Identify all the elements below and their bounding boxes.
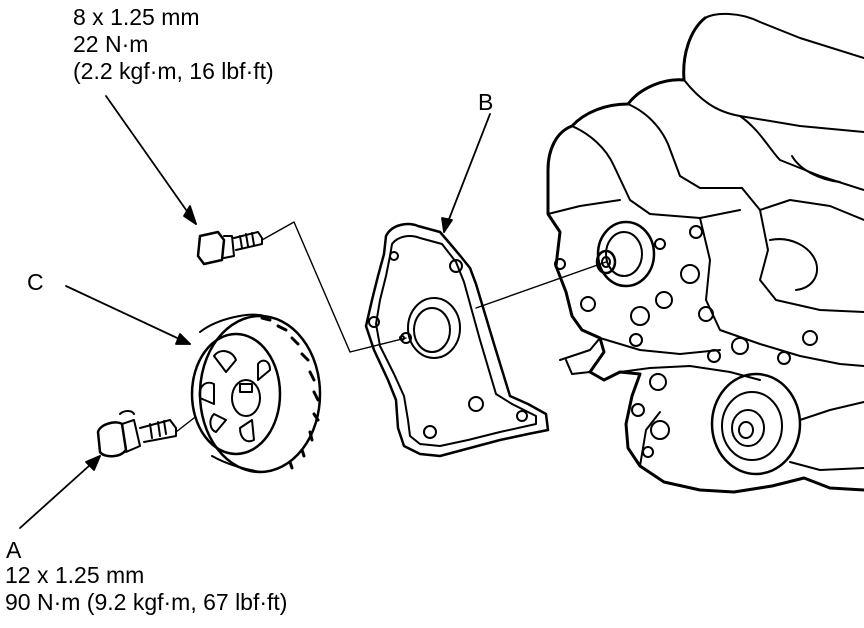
bolt-a-spec: 12 x 1.25 mm 90 N·m (9.2 kgf·m, 67 lbf·f… bbox=[5, 562, 287, 616]
bolt-a-torque: 90 N·m (9.2 kgf·m, 67 lbf·ft) bbox=[5, 589, 288, 615]
bolt-8mm-size: 8 x 1.25 mm bbox=[73, 4, 200, 30]
engine-block bbox=[546, 12, 864, 494]
back-cover bbox=[364, 222, 550, 458]
camshaft-pulley bbox=[190, 313, 322, 474]
callout-c: C bbox=[27, 269, 44, 295]
callout-a: A bbox=[6, 537, 22, 563]
arrows bbox=[19, 95, 491, 529]
engine-bolt-holes bbox=[554, 225, 818, 458]
water-pump bbox=[710, 372, 864, 476]
callout-b: B bbox=[478, 89, 494, 115]
bolt-a-size: 12 x 1.25 mm bbox=[5, 562, 145, 588]
camshaft-end bbox=[595, 220, 656, 288]
bolt-8mm-torque: 22 N·m bbox=[73, 31, 149, 57]
bolt-8mm-torque-alt: (2.2 kgf·m, 16 lbf·ft) bbox=[73, 58, 274, 84]
leader-lines bbox=[175, 221, 607, 433]
bolt-8mm-spec: 8 x 1.25 mm 22 N·m (2.2 kgf·m, 16 lbf·ft… bbox=[73, 4, 274, 85]
bolt-8mm bbox=[196, 230, 263, 266]
bolt-a bbox=[96, 410, 177, 458]
